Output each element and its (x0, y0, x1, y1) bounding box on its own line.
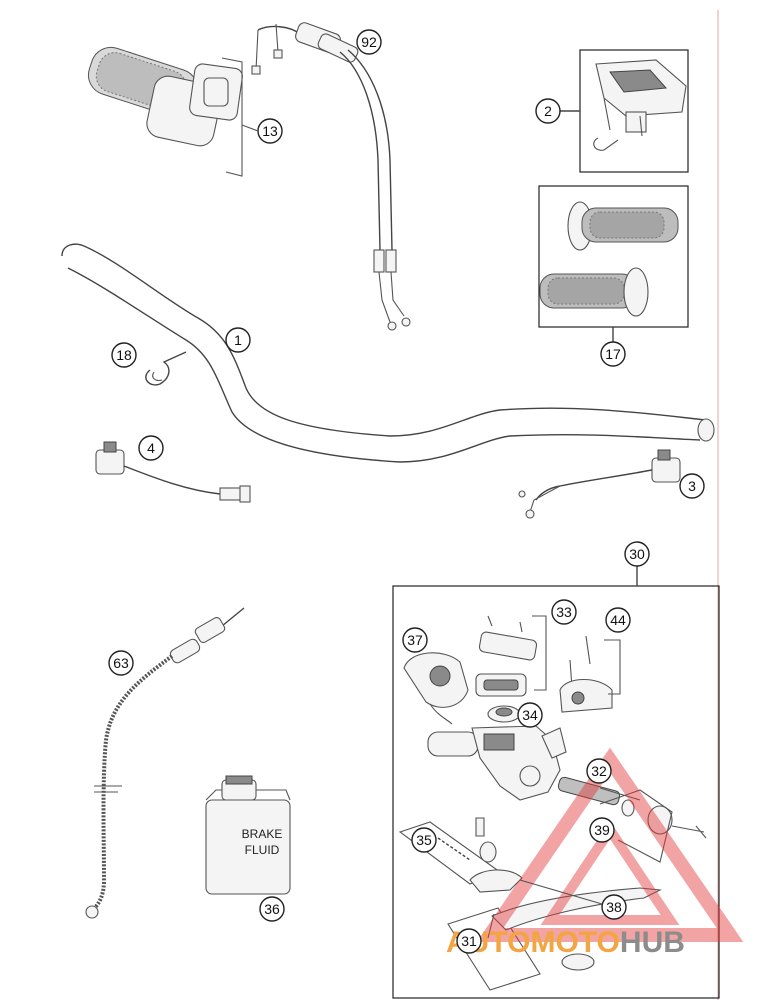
callout-63-label: 63 (113, 655, 129, 671)
callout-31-label: 31 (461, 933, 477, 949)
callout-33-label: 33 (556, 604, 572, 620)
master-cylinder-body (427, 725, 567, 801)
grips-panel (538, 185, 689, 342)
callout-30-label: 30 (629, 546, 645, 562)
callout-13-label: 13 (262, 123, 278, 139)
callout-44: 44 (605, 607, 631, 633)
left-switch (95, 441, 251, 503)
callout-38-label: 38 (606, 899, 622, 915)
callout-92: 92 (356, 29, 382, 55)
callout-37-label: 37 (407, 632, 423, 648)
fluid-can-label-line2: FLUID (245, 843, 280, 857)
callout-3-label: 3 (688, 478, 696, 494)
right-switch (518, 449, 681, 519)
callout-4: 4 (138, 435, 164, 461)
callout-17-label: 17 (605, 346, 621, 362)
watermark-hub: HUB (620, 926, 685, 959)
callout-63: 63 (108, 650, 134, 676)
cable-tie (145, 351, 187, 386)
callout-35: 35 (411, 827, 437, 853)
callout-1-label: 1 (234, 332, 242, 348)
watermark-text: AUTOMOTOHUB (446, 926, 685, 959)
callout-92-label: 92 (361, 34, 377, 50)
callout-3: 3 (679, 473, 705, 499)
diaphragm (487, 705, 521, 723)
lever-parts (398, 817, 523, 893)
callout-30: 30 (624, 541, 650, 567)
brake-hose (85, 607, 245, 919)
switch-box-panel (560, 49, 689, 173)
throttle-grip (87, 46, 243, 177)
callout-39: 39 (589, 817, 615, 843)
callout-35-label: 35 (416, 832, 432, 848)
clamp-44 (559, 635, 621, 713)
throttle-cables (251, 22, 411, 331)
callout-36-label: 36 (264, 901, 280, 917)
callout-18-label: 18 (116, 347, 132, 363)
callout-39-label: 39 (594, 822, 610, 838)
callout-37: 37 (402, 627, 428, 653)
clamp-37 (403, 652, 469, 725)
callout-1: 1 (225, 327, 251, 353)
reservoir-cover (475, 615, 547, 697)
callout-31: 31 (456, 928, 482, 954)
callout-32-label: 32 (591, 763, 607, 779)
callout-36: 36 (259, 896, 285, 922)
master-cylinder-kit-panel (392, 566, 720, 999)
callout-44-label: 44 (610, 612, 626, 628)
callout-13: 13 (241, 118, 283, 144)
callout-34-label: 34 (522, 707, 538, 723)
callout-32: 32 (586, 758, 612, 784)
piston (557, 776, 641, 806)
callout-33: 33 (551, 599, 577, 625)
callout-2-label: 2 (544, 103, 552, 119)
watermark-moto: MOTO (530, 926, 619, 959)
callout-18: 18 (111, 342, 137, 368)
callout-2: 2 (535, 98, 561, 124)
brake-fluid-can (205, 775, 291, 895)
adjuster (599, 789, 707, 863)
handlebar (61, 243, 715, 463)
watermark-logo (476, 747, 744, 942)
callout-38: 38 (519, 879, 627, 920)
callout-34: 34 (517, 702, 543, 728)
callout-17: 17 (600, 341, 626, 367)
fluid-can-label-line1: BRAKE (242, 827, 283, 841)
callout-4-label: 4 (147, 440, 155, 456)
